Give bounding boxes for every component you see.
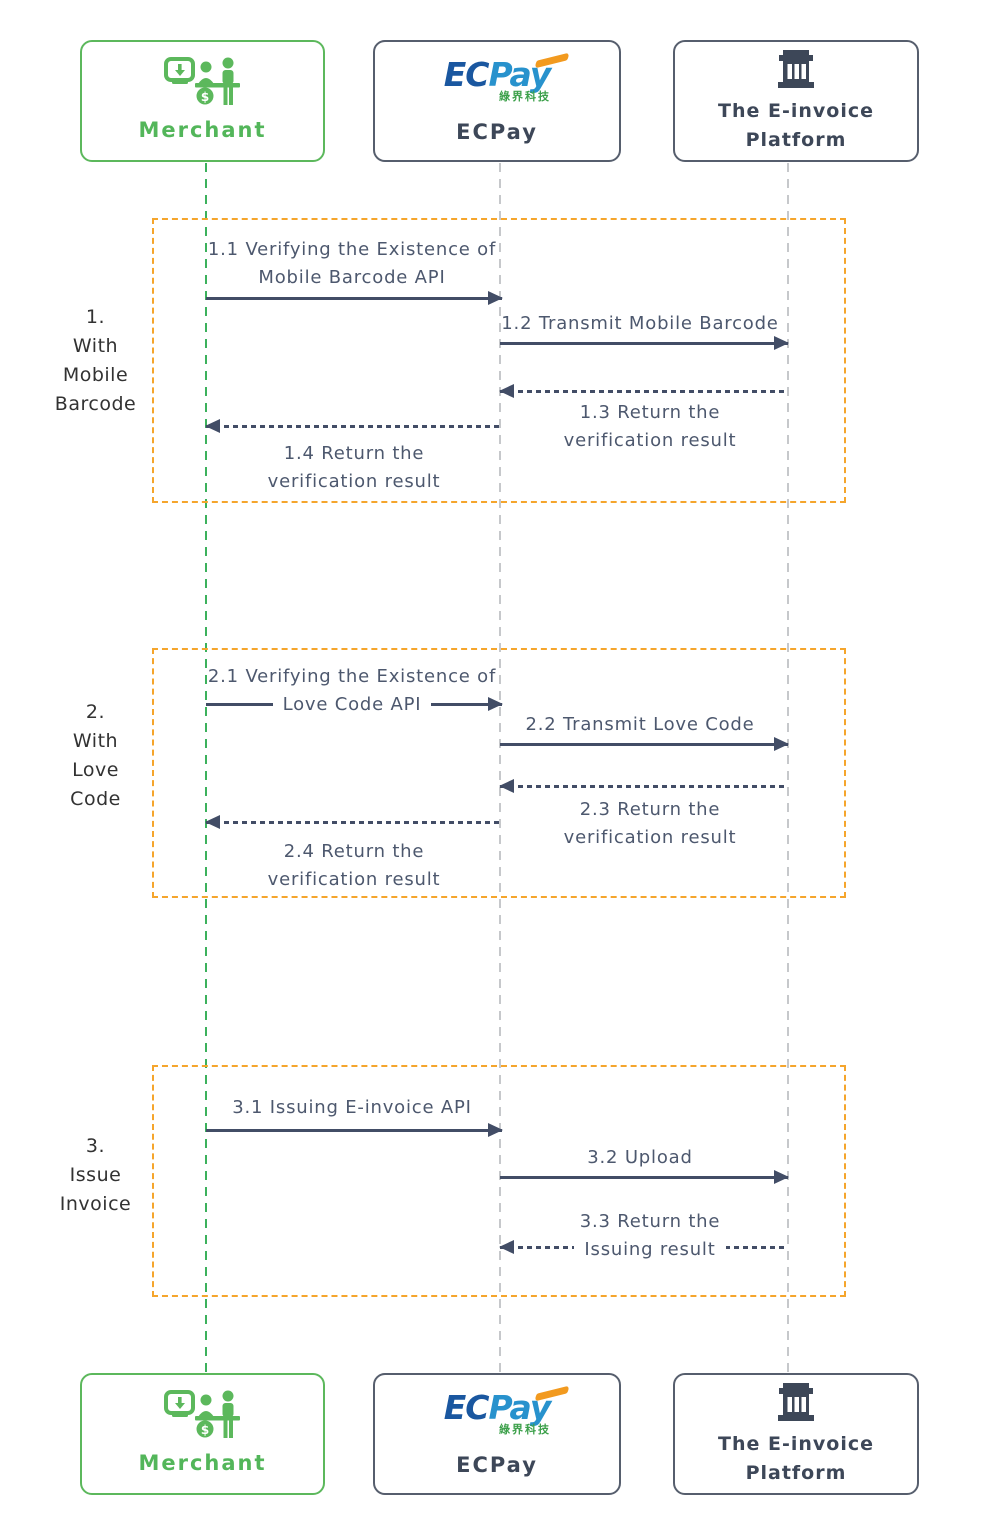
section-title-line: 2. — [85, 701, 106, 723]
msg-2-4-line2: verification result — [267, 869, 441, 890]
msg-1-2: 1.2 Transmit Mobile Barcode — [470, 310, 810, 338]
ecpay-lifeline — [499, 163, 501, 1373]
actor-merchant-top: $ Merchant — [80, 40, 325, 162]
arrow-verify-mobile-barcode — [206, 291, 503, 305]
arrow-transmit-love-code — [500, 737, 789, 751]
actor-merchant-bottom: $ Merchant — [80, 1373, 325, 1495]
section-box-issue-invoice — [152, 1065, 846, 1297]
msg-2-1: 2.1 Verifying the Existence of Love Code… — [176, 663, 528, 719]
msg-1-3-line1: 1.3 Return the — [579, 402, 721, 423]
merchant-icon: $ — [163, 1390, 240, 1438]
ecpay-logo-ec: EC — [443, 55, 490, 94]
section-title-line: Issue — [69, 1164, 122, 1186]
msg-2-4: 2.4 Return the verification result — [196, 838, 512, 894]
actor-platform-bottom: The E-invoice Platform — [673, 1373, 919, 1495]
msg-1-3: 1.3 Return the verification result — [490, 399, 810, 455]
svg-text:$: $ — [200, 1423, 208, 1437]
ecpay-logo-tagline: 綠界科技 — [499, 90, 551, 103]
section-title-line: 3. — [85, 1135, 106, 1157]
merchant-label: Merchant — [138, 1451, 267, 1475]
section-title-line: Code — [70, 788, 121, 810]
platform-label: The E-invoice Platform — [718, 97, 874, 155]
section-title-love-code: 2. With Love Code — [38, 698, 153, 814]
svg-text:$: $ — [200, 90, 208, 104]
platform-label-line1: The E-invoice — [718, 99, 874, 122]
msg-3-3: 3.3 Return the Issuing result — [490, 1208, 810, 1264]
msg-2-3: 2.3 Return the verification result — [490, 796, 810, 852]
msg-1-1: 1.1 Verifying the Existence of Mobile Ba… — [176, 236, 528, 292]
section-title-mobile-barcode: 1. With Mobile Barcode — [38, 303, 153, 419]
section-title-line: Barcode — [54, 393, 137, 415]
bank-building-icon — [778, 1382, 814, 1421]
section-title-line: With — [72, 335, 119, 357]
msg-2-3-line1: 2.3 Return the — [579, 799, 721, 820]
msg-3-3-line2: Issuing result — [574, 1236, 726, 1264]
msg-3-1-line1: 3.1 Issuing E-invoice API — [232, 1097, 472, 1118]
ecpay-label: ECPay — [456, 1453, 538, 1477]
msg-2-1-line2: Love Code API — [272, 691, 432, 719]
arrow-return-verification-ecpay-2 — [205, 815, 502, 829]
arrow-upload — [500, 1170, 789, 1184]
merchant-label: Merchant — [138, 118, 267, 142]
section-title-line: 1. — [85, 306, 106, 328]
arrow-issuing-einvoice — [206, 1123, 503, 1137]
section-title-line: Invoice — [59, 1193, 132, 1215]
msg-1-1-line2: Mobile Barcode API — [258, 267, 446, 288]
msg-1-4: 1.4 Return the verification result — [196, 440, 512, 496]
arrow-transmit-mobile-barcode — [500, 336, 789, 350]
ecpay-logo: ECPay 綠界科技 — [417, 52, 577, 111]
ecpay-label: ECPay — [456, 120, 538, 144]
section-title-line: Love — [72, 759, 119, 781]
msg-1-2-line1: 1.2 Transmit Mobile Barcode — [501, 313, 779, 334]
ecpay-logo-ec: EC — [443, 1388, 490, 1427]
section-title-line: With — [72, 730, 119, 752]
ecpay-logo: ECPay 綠界科技 — [417, 1385, 577, 1444]
msg-3-1: 3.1 Issuing E-invoice API — [176, 1094, 528, 1122]
msg-2-3-line2: verification result — [563, 827, 737, 848]
msg-3-2: 3.2 Upload — [470, 1144, 810, 1172]
msg-1-4-line2: verification result — [267, 471, 441, 492]
platform-lifeline — [787, 163, 789, 1373]
actor-ecpay-bottom: ECPay 綠界科技 ECPay — [373, 1373, 621, 1495]
arrow-return-verification-ecpay — [205, 419, 502, 433]
msg-1-3-line2: verification result — [563, 430, 737, 451]
section-box-mobile-barcode — [152, 218, 846, 503]
msg-1-4-line1: 1.4 Return the — [283, 443, 425, 464]
actor-platform-top: The E-invoice Platform — [673, 40, 919, 162]
platform-label: The E-invoice Platform — [718, 1430, 874, 1488]
platform-label-line1: The E-invoice — [718, 1432, 874, 1455]
platform-label-line2: Platform — [745, 1461, 847, 1484]
msg-1-1-line1: 1.1 Verifying the Existence of — [207, 239, 497, 260]
msg-2-4-line1: 2.4 Return the — [283, 841, 425, 862]
section-box-love-code — [152, 648, 846, 898]
msg-2-2-line1: 2.2 Transmit Love Code — [525, 714, 755, 735]
merchant-lifeline — [205, 163, 207, 1373]
arrow-return-verification-platform-2 — [499, 779, 788, 793]
section-title-issue-invoice: 3. Issue Invoice — [38, 1132, 153, 1219]
platform-label-line2: Platform — [745, 128, 847, 151]
merchant-icon: $ — [163, 57, 240, 105]
msg-2-2: 2.2 Transmit Love Code — [470, 711, 810, 739]
actor-ecpay-top: ECPay 綠界科技 ECPay — [373, 40, 621, 162]
msg-2-1-line1: 2.1 Verifying the Existence of — [207, 666, 497, 687]
msg-3-2-line1: 3.2 Upload — [587, 1147, 693, 1168]
ecpay-logo-tagline: 綠界科技 — [499, 1423, 551, 1436]
bank-building-icon — [778, 49, 814, 88]
arrow-return-verification-platform — [499, 384, 788, 398]
msg-3-3-line1: 3.3 Return the — [579, 1211, 721, 1232]
section-title-line: Mobile — [62, 364, 129, 386]
